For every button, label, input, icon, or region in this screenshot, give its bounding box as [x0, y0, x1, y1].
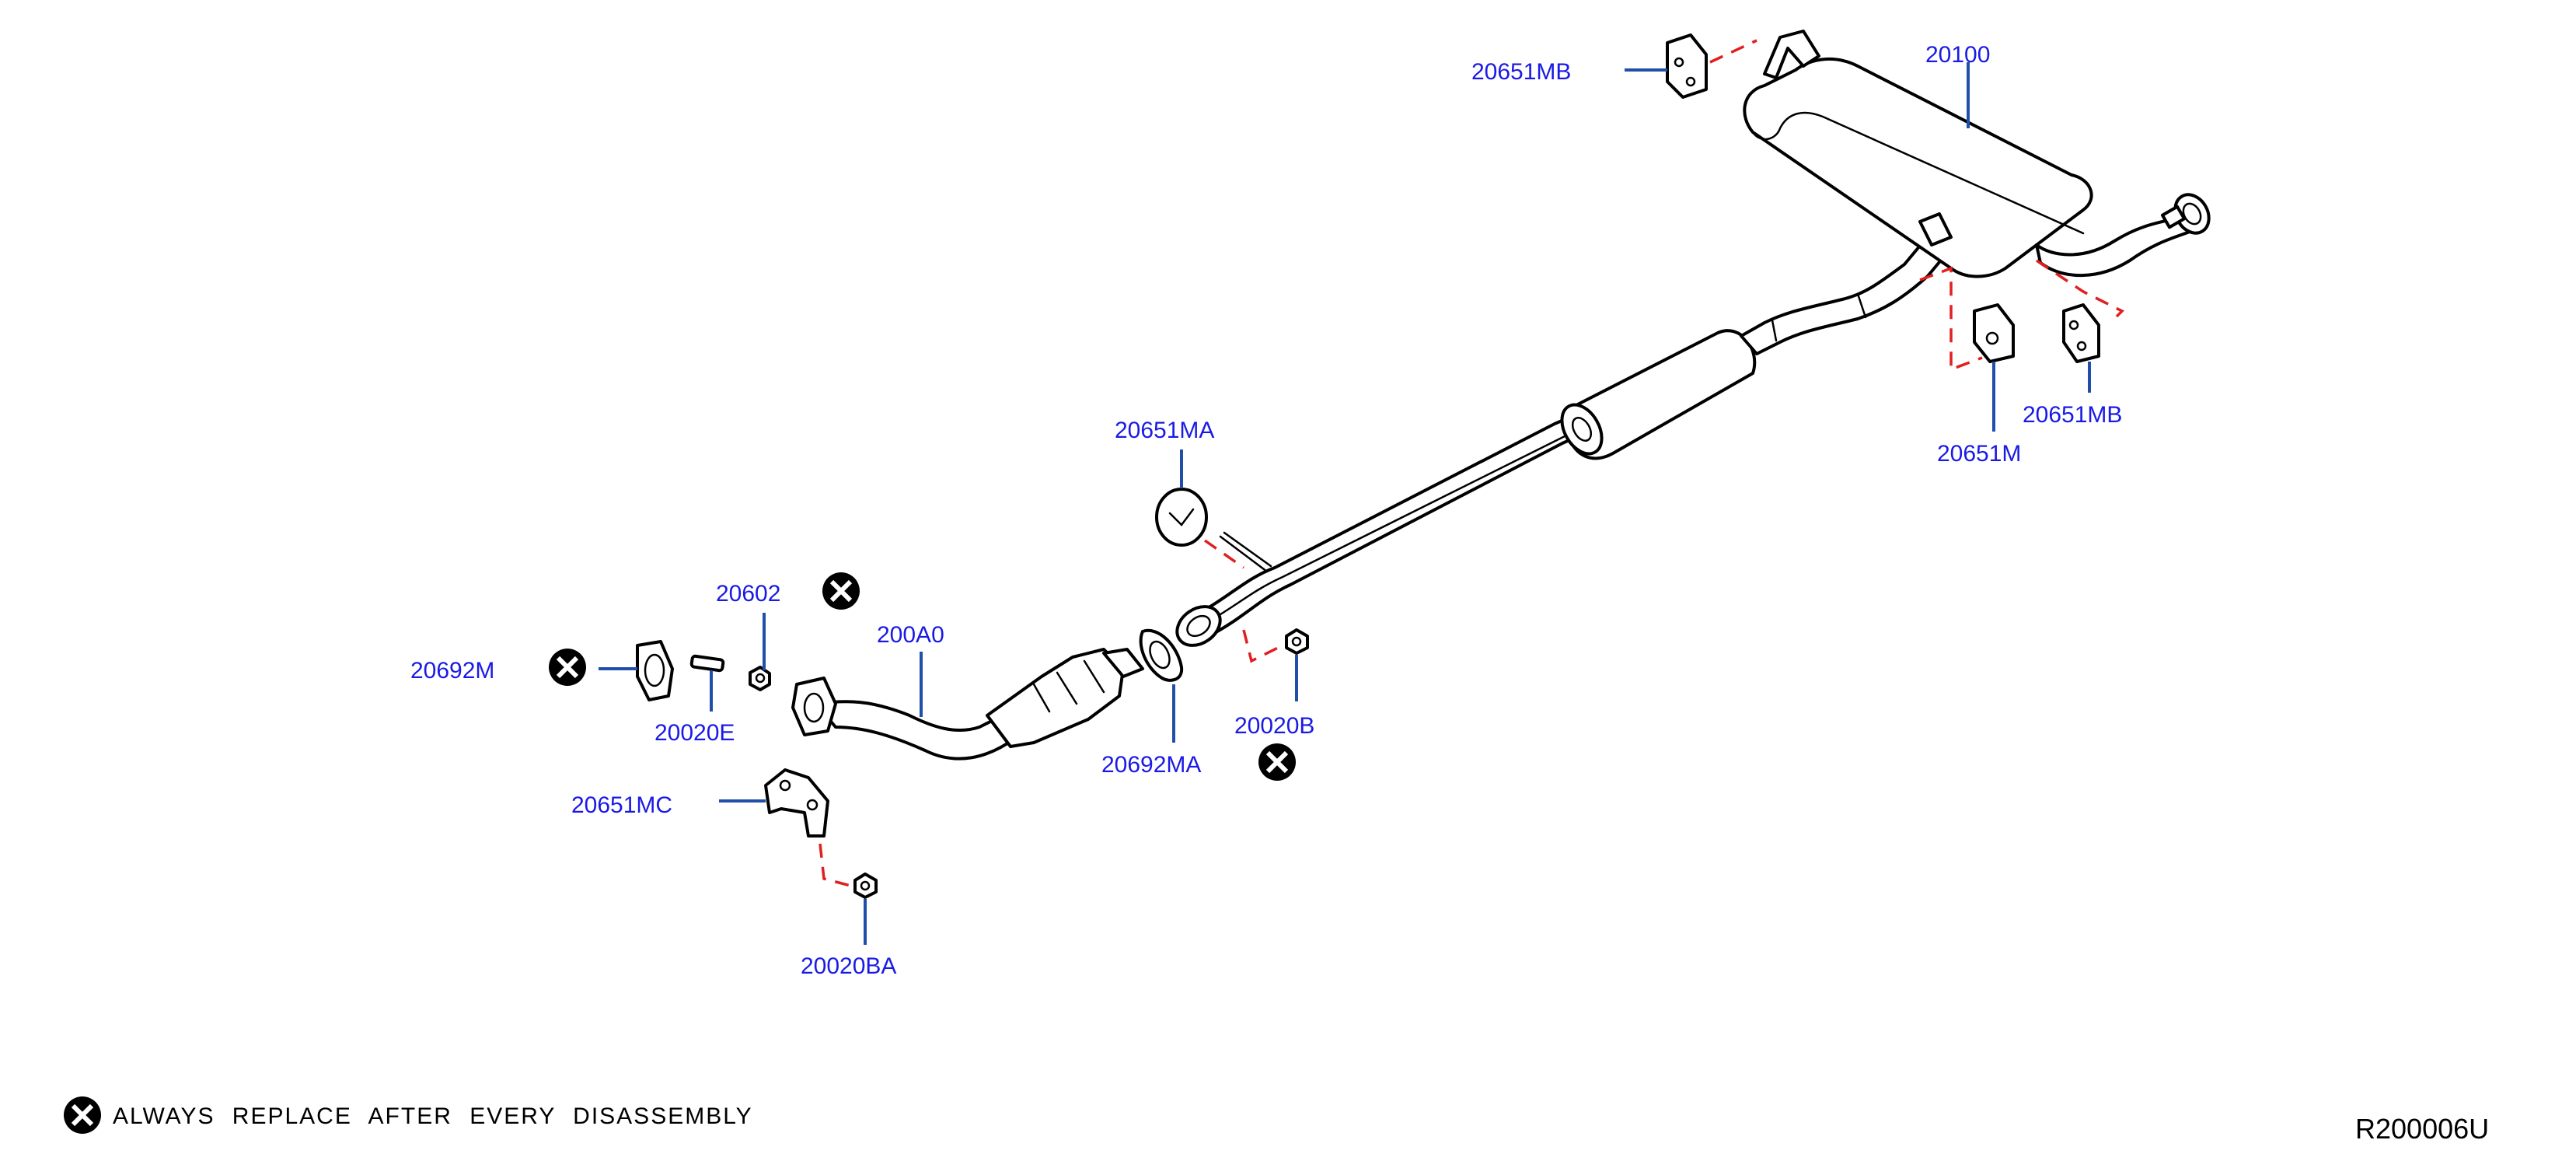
nut-20602 [749, 666, 771, 691]
mount-20651MB-top [1666, 33, 1708, 99]
gasket-20692M [636, 640, 674, 701]
replace-x-icon-20692MA [1258, 743, 1296, 781]
label-20651MB-top: 20651MB [1471, 59, 1571, 85]
resonator [1560, 329, 1757, 460]
label-20692MA: 20692MA [1101, 752, 1201, 778]
dashed-connectors [819, 39, 2124, 888]
label-20651MB-right: 20651MB [2023, 402, 2122, 428]
tail-pipe [2035, 193, 2211, 278]
stud-20020E [689, 654, 725, 673]
front-pipe-catalyst [791, 648, 1144, 761]
exhaust-assembly-drawing [549, 30, 2211, 899]
nut-20020B [1285, 628, 1309, 655]
reference-code: R200006U [2355, 1113, 2489, 1145]
replace-x-icon [64, 1096, 101, 1134]
label-20020E: 20020E [654, 720, 735, 746]
center-pipe-flange [1175, 605, 1222, 647]
legend: ALWAYS REPLACE AFTER EVERY DISASSEMBLY [64, 1096, 753, 1134]
label-20651M: 20651M [1937, 441, 2021, 467]
label-20100: 20100 [1925, 42, 1990, 68]
nut-20020BA [853, 872, 878, 899]
legend-text: ALWAYS REPLACE AFTER EVERY DISASSEMBLY [113, 1103, 753, 1129]
mount-20651MA [1155, 488, 1208, 547]
center-pipe-hanger-rod [1219, 535, 1269, 573]
front-pipe-bracket [764, 768, 829, 838]
leader-lines [599, 62, 2091, 945]
mount-20651M [1973, 303, 2015, 363]
label-20602: 20602 [716, 581, 780, 607]
label-200A0: 200A0 [877, 622, 944, 648]
mount-20651MB-right [2062, 303, 2100, 363]
rear-pipe [1740, 240, 1949, 355]
main-muffler [1743, 30, 2093, 278]
gasket-20692MA [1139, 628, 1184, 682]
label-20651MA: 20651MA [1115, 418, 1214, 443]
label-20692M: 20692M [410, 658, 494, 684]
part-labels: 20651MB 20100 20651MB 20651M 20651MA 206… [410, 42, 2122, 979]
label-20020B: 20020B [1234, 713, 1314, 739]
label-20020BA: 20020BA [801, 953, 896, 979]
center-pipe [1188, 409, 1595, 638]
replace-x-icon-20692M [549, 649, 586, 686]
replace-x-icon-20602 [822, 572, 860, 610]
label-20651MC: 20651MC [571, 792, 672, 818]
